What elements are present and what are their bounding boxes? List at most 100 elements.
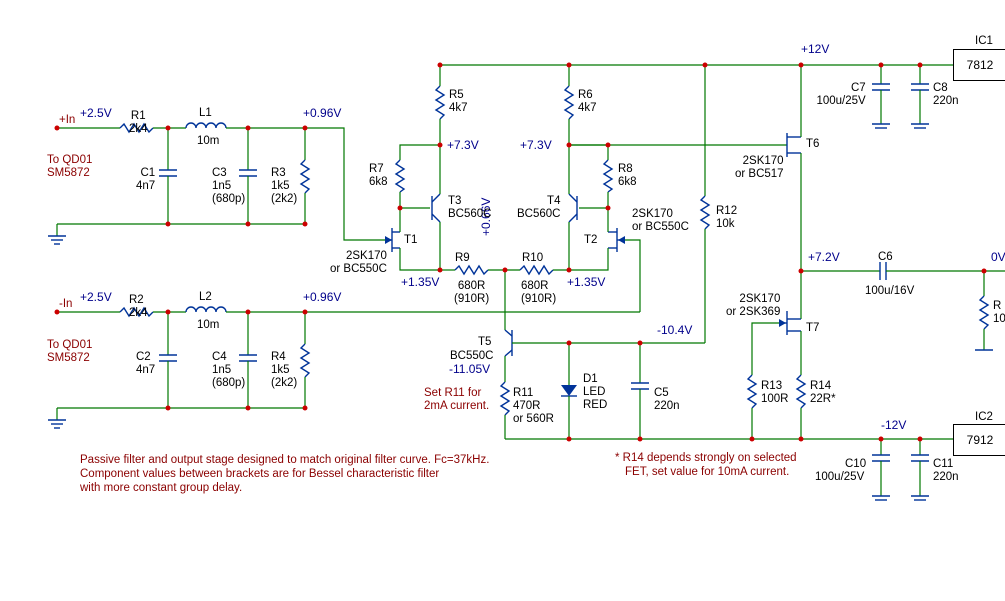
r13-value: 100R xyxy=(761,393,789,405)
output-stage xyxy=(569,65,1005,501)
main-note: Passive filter and output stage designed… xyxy=(80,453,489,495)
r1-value: 2k4 xyxy=(129,123,148,135)
net-v73-right: +7.3V xyxy=(520,138,552,152)
r10-value: 680R xyxy=(521,280,549,292)
c5-value: 220n xyxy=(654,400,680,412)
filter-top xyxy=(48,122,385,245)
t5-ref: T5 xyxy=(478,336,492,348)
ic1-ref: IC1 xyxy=(975,35,993,47)
net-v135-right: +1.35V xyxy=(567,275,606,289)
c3-value: 1n5 xyxy=(212,180,232,192)
c4-value: 1n5 xyxy=(212,364,232,376)
c5-ref: C5 xyxy=(654,387,669,399)
t6-alt: or BC517 xyxy=(735,168,784,180)
c6-value: 100u/16V xyxy=(865,285,915,297)
ic2-ref: IC2 xyxy=(975,411,993,423)
r10-alt: (910R) xyxy=(521,293,557,305)
r15-ref: R xyxy=(993,300,1002,312)
r15-value: 10 xyxy=(993,313,1005,325)
l1-ref: L1 xyxy=(199,107,212,119)
net-v135-left: +1.35V xyxy=(401,275,440,289)
r10-ref: R10 xyxy=(522,252,544,264)
r11-ref: R11 xyxy=(513,387,534,399)
c1-value: 4n7 xyxy=(136,180,156,192)
t1-alt: or BC550C xyxy=(330,263,387,275)
net-in-minus: -In xyxy=(59,298,73,310)
c1-ref: C1 xyxy=(140,167,156,179)
main-note-1: Passive filter and output stage designed… xyxy=(80,454,490,466)
t3-type: BC560C xyxy=(448,208,492,220)
t4-type: BC560C xyxy=(517,208,561,220)
d1-type: LED xyxy=(583,386,606,398)
l1-value: 10m xyxy=(197,135,220,147)
r13-ref: R13 xyxy=(761,380,783,392)
r9-alt: (910R) xyxy=(454,293,490,305)
r5-value: 4k7 xyxy=(449,102,468,114)
differential-stage xyxy=(385,64,982,440)
t3-ref: T3 xyxy=(448,195,462,207)
net-v25-top: +2.5V xyxy=(80,106,112,120)
c8-value: 220n xyxy=(933,95,959,107)
net-v73-left: +7.3V xyxy=(447,138,479,152)
t1-type: 2SK170 xyxy=(345,250,387,262)
l2-value: 10m xyxy=(197,319,220,331)
r1-ref: R1 xyxy=(130,110,146,122)
r14-value: 22R* xyxy=(810,393,836,405)
net-v096-top: +0.96V xyxy=(303,106,342,120)
r4-value: 1k5 xyxy=(271,364,290,376)
t7-type: 2SK170 xyxy=(739,293,781,305)
d1-ref: D1 xyxy=(583,373,598,385)
r12-ref: R12 xyxy=(716,205,738,217)
r8-ref: R8 xyxy=(618,163,633,175)
source-chip-2: SM5872 xyxy=(47,352,90,364)
r11-note-1: Set R11 for xyxy=(424,387,482,399)
t6-type: 2SK170 xyxy=(742,155,784,167)
r5-ref: R5 xyxy=(449,89,464,101)
net-v72: +7.2V xyxy=(808,250,840,264)
ic2-value: 7912 xyxy=(966,433,994,447)
net-v12-minus: -12V xyxy=(881,418,907,432)
c8-ref: C8 xyxy=(933,82,948,94)
r11-alt: or 560R xyxy=(513,413,554,425)
source-to-1: To QD01 xyxy=(47,154,93,166)
r3-alt: (2k2) xyxy=(271,193,298,205)
r7-ref: R7 xyxy=(369,163,384,175)
r10-value-label: 680R(910R) xyxy=(521,280,556,306)
c3-ref: C3 xyxy=(212,167,227,179)
main-note-2: Component values between brackets are fo… xyxy=(80,468,440,480)
t5-type: BC550C xyxy=(450,350,494,362)
r14-note-2: FET, set value for 10mA current. xyxy=(625,466,790,478)
r7-value: 6k8 xyxy=(369,176,388,188)
c11-ref: C11 xyxy=(933,458,954,470)
c2-value: 4n7 xyxy=(136,364,156,376)
net-v0: 0V xyxy=(991,250,1005,264)
t7-alt: or 2SK369 xyxy=(726,306,781,318)
r8-value: 6k8 xyxy=(618,176,637,188)
c3-alt: (680p) xyxy=(212,193,246,205)
c4-ref: C4 xyxy=(212,351,227,363)
r6-value: 4k7 xyxy=(578,102,597,114)
junction-nodes xyxy=(54,62,987,442)
ic1-value: 7812 xyxy=(966,58,994,72)
source-to-2: To QD01 xyxy=(47,339,93,351)
net-v25-bottom: +2.5V xyxy=(80,290,112,304)
